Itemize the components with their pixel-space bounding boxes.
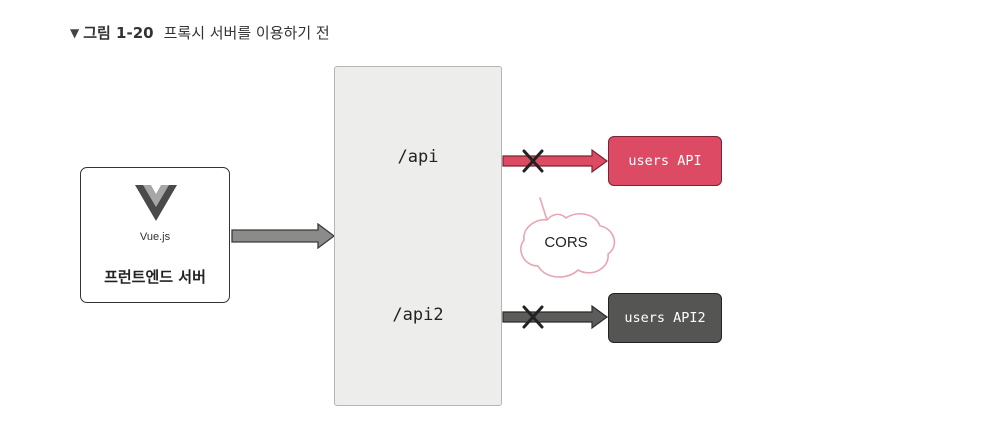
vue-logo-label: Vue.js <box>139 231 171 243</box>
users-api2-box: users API2 <box>608 293 722 343</box>
figure-title: 프록시 서버를 이용하기 전 <box>163 24 330 42</box>
figure-number: 그림 1-20 <box>83 24 154 42</box>
cors-label: CORS <box>544 234 588 251</box>
users-api-box: users API <box>608 136 722 186</box>
blocked-x-icon <box>522 149 544 173</box>
route-api2: /api2 <box>392 305 444 325</box>
users-api2-label: users API2 <box>624 310 706 326</box>
route-api: /api <box>397 147 439 167</box>
proxy-to-users-api-arrow <box>502 148 609 174</box>
blocked-x-icon <box>522 305 544 329</box>
frontend-server-label: 프런트엔드 서버 <box>104 268 206 286</box>
proxy-routes-box: /api /api2 <box>334 66 502 406</box>
cors-speech-bubble <box>520 197 616 278</box>
frontend-to-proxy-arrow <box>231 222 336 250</box>
figure-caption: ▼ 그림 1-20 프록시 서버를 이용하기 전 <box>70 22 330 43</box>
proxy-to-users-api2-arrow <box>502 304 609 330</box>
users-api-label: users API <box>628 153 702 169</box>
vue-logo-icon <box>135 185 177 221</box>
caption-marker-icon: ▼ <box>70 25 80 40</box>
frontend-server-box: Vue.js 프런트엔드 서버 <box>80 167 230 303</box>
